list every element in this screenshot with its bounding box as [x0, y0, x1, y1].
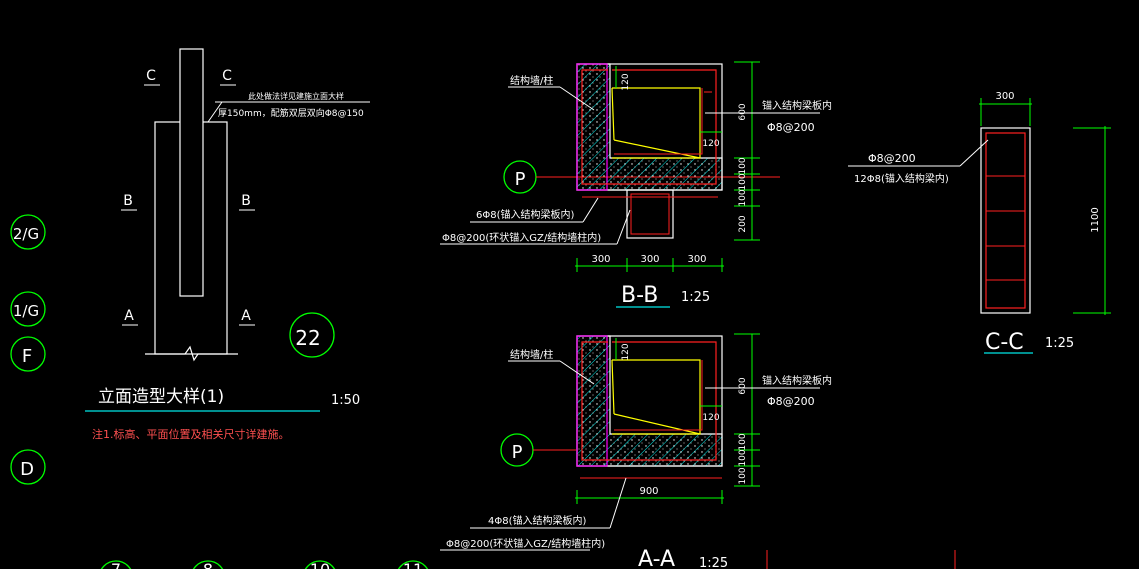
cc-outline [980, 127, 1031, 314]
cc-rebar-1: Φ8@200 [868, 152, 916, 165]
anchor-rebar-aa: Φ8@200 [767, 395, 815, 408]
inner-dim-bb-1: 120 [621, 73, 631, 90]
leader-note-1: 此处做法详见建施立面大样 [248, 91, 344, 101]
grid-bubble-f [10, 336, 46, 372]
dim-bb-200: 200 [738, 215, 748, 232]
section-aa-title: A-A [638, 547, 675, 569]
wall-label-aa: 结构墙/柱 [510, 348, 553, 361]
break-line [145, 345, 238, 362]
dim-cc-300: 300 [995, 91, 1014, 102]
bar-note-bb: 6Φ8(锚入结构梁板内) [476, 208, 574, 221]
grid-label-f: F [22, 346, 32, 367]
grid-label-d: D [20, 459, 34, 480]
section-bb: P 120 120 600 100 100 100 200 [440, 61, 832, 308]
grid-label-8: 8 [203, 560, 213, 569]
dim-bb-600: 600 [738, 103, 748, 120]
inner-dim-aa-2: 120 [702, 413, 719, 423]
elevation-detail: C C B B A A 此处做法详见建施立面大样 厚150mm，配筋双层双向Φ8… [85, 48, 370, 441]
dim-bb-300b: 300 [640, 254, 659, 265]
stirrup-note-aa: Φ8@200(环状锚入GZ/结构墙柱内) [446, 537, 605, 550]
grid-label-2g: 2/G [13, 225, 39, 243]
grid-bubble-11 [397, 560, 429, 569]
axis-label-p-aa: P [512, 442, 523, 463]
dim-bb-100c: 100 [738, 189, 748, 206]
inner-dim-bb-2: 120 [702, 139, 719, 149]
section-mark-a-left: A [124, 308, 134, 324]
anchor-label-bb: 锚入结构梁板内 [762, 99, 832, 112]
grid-label-7: 7 [111, 560, 121, 569]
dim-aa-900: 900 [639, 486, 658, 497]
dim-bb-100a: 100 [738, 157, 748, 174]
grid-bubble-7 [100, 560, 132, 569]
dim-aa-600: 600 [738, 377, 748, 394]
detail-number: 22 [295, 326, 320, 350]
grid-bubble-1g [10, 291, 46, 327]
bar-note-aa: 4Φ8(锚入结构梁板内) [488, 514, 586, 527]
dim-bb-300a: 300 [591, 254, 610, 265]
section-mark-a-right: A [241, 308, 251, 324]
anchor-rebar-bb: Φ8@200 [767, 121, 815, 134]
section-aa-scale: 1:25 [699, 556, 728, 569]
anchor-label-aa: 锚入结构梁板内 [762, 374, 832, 387]
stub-bb [626, 189, 674, 239]
leader-note-2: 厚150mm，配筋双层双向Φ8@150 [218, 107, 364, 119]
grid-axes: 2/G 1/G F D 7 8 10 11 [10, 214, 429, 569]
elevation-title: 立面造型大样(1) [98, 387, 224, 407]
dim-aa-100b: 100 [738, 449, 748, 466]
grid-bubble-2g [10, 214, 46, 250]
section-mark-b-left: B [123, 193, 133, 209]
detail-number-bubble [289, 312, 335, 358]
section-mark-b-right: B [241, 193, 251, 209]
grid-label-11: 11 [403, 560, 423, 569]
projecting-fin [179, 48, 204, 297]
section-bb-scale: 1:25 [681, 290, 710, 305]
grid-label-1g: 1/G [13, 302, 39, 320]
section-cc-scale: 1:25 [1045, 336, 1074, 351]
section-mark-c-left: C [146, 68, 156, 84]
section-cc: 300 1100 Φ8@200 12Φ8(锚入结构梁内) C-C 1:25 [848, 91, 1111, 355]
section-aa: P 120 120 600 100 100 100 900 结构墙/柱 [440, 333, 956, 569]
dim-bb-300c: 300 [687, 254, 706, 265]
dim-bb-100b: 100 [738, 173, 748, 190]
grid-label-10: 10 [310, 560, 330, 569]
grid-bubble-10 [304, 560, 336, 569]
dim-aa-100a: 100 [738, 433, 748, 450]
cc-rebar-2: 12Φ8(锚入结构梁内) [854, 172, 949, 185]
cc-rebar-cage [985, 132, 1026, 309]
general-note: 注1.标高、平面位置及相关尺寸详建施。 [92, 427, 290, 441]
inner-dim-aa-1: 120 [621, 343, 631, 360]
dim-aa-100c: 100 [738, 467, 748, 484]
section-mark-c-right: C [222, 68, 232, 84]
elevation-scale: 1:50 [331, 393, 360, 408]
dim-cc-1100: 1100 [1090, 207, 1101, 232]
section-cc-title: C-C [985, 330, 1024, 355]
grid-bubble-8 [192, 560, 224, 569]
stirrup-note-bb: Φ8@200(环状锚入GZ/结构墙柱内) [442, 231, 601, 244]
section-bb-title: B-B [621, 283, 658, 308]
wall-label-bb: 结构墙/柱 [510, 74, 553, 87]
grid-bubble-d [10, 449, 46, 485]
axis-label-p-bb: P [515, 169, 526, 190]
